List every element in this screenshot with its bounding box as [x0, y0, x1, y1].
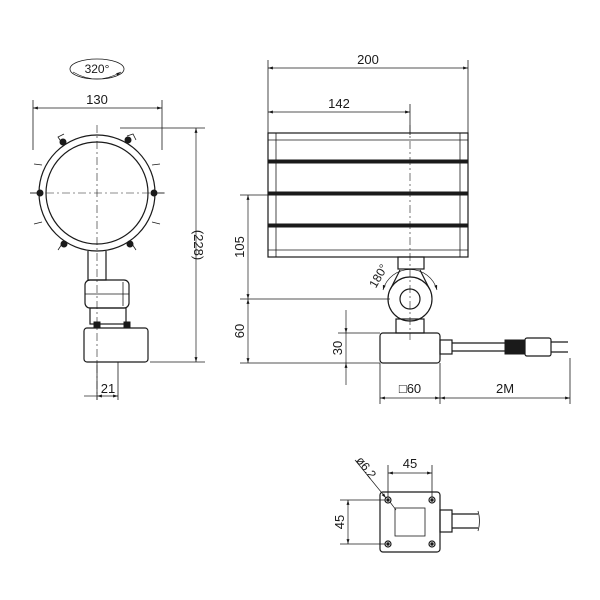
overall-height-label: (228): [191, 230, 206, 260]
base-height-60-label: 60: [232, 324, 247, 338]
hole-pitch-x-label: 45: [403, 456, 417, 471]
base-recess: [394, 507, 426, 537]
side-joint: [387, 276, 433, 322]
tilt-arc: [382, 269, 438, 291]
side-view: 200 142 180°: [232, 52, 571, 404]
hole-pitch-y-label: 45: [332, 515, 347, 529]
cord-bushing: [439, 339, 453, 355]
base-height-30-label: 30: [330, 341, 345, 355]
base-cord-bushing: [439, 509, 453, 533]
plug-strain-relief: [504, 339, 526, 355]
side-arm-top: [397, 256, 425, 270]
arm-height-label: 105: [232, 236, 247, 258]
base-top-view: 45 45 ø6.2: [332, 454, 480, 553]
base-cord: [452, 513, 478, 529]
power-cord: [452, 342, 505, 352]
plug-body: [524, 337, 552, 357]
total-length-label: 200: [357, 52, 379, 67]
hole-diameter-label: ø6.2: [353, 454, 379, 482]
base-offset-label: 21: [101, 381, 115, 396]
mounting-holes: [384, 496, 436, 548]
front-base: [83, 327, 149, 363]
pivot-length-label: 142: [328, 96, 350, 111]
front-neck: [89, 307, 127, 325]
tilt-angle-label: 180°: [366, 262, 391, 291]
front-view: 320° 130: [30, 58, 206, 400]
rotation-label: 320°: [85, 62, 110, 76]
hole-diameter-leader: [354, 459, 387, 499]
cord-length-label: 2M: [496, 381, 514, 396]
head-width-label: 130: [86, 92, 108, 107]
rotation-arc: [72, 71, 122, 80]
base-square-label: □60: [399, 381, 421, 396]
